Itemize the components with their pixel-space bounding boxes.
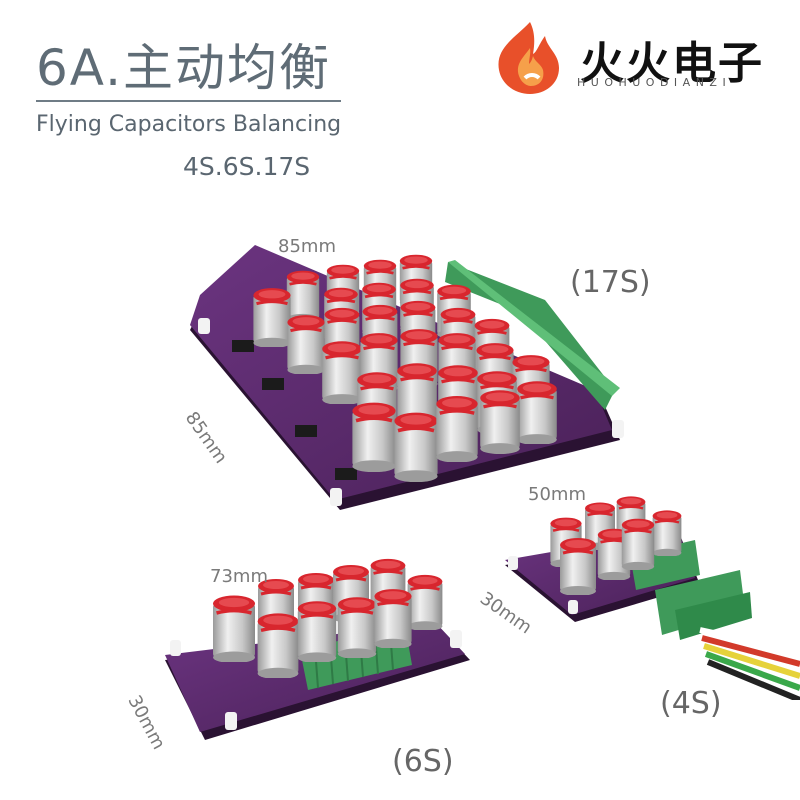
board-6s: [165, 557, 470, 740]
cable-wires: [699, 627, 800, 700]
page-title: 6A.主动均衡: [36, 39, 332, 97]
board-17s-label: (17S): [570, 265, 651, 300]
brand-name-latin: HUOHUODIANZI: [577, 76, 732, 89]
board-4s-label: (4S): [660, 686, 722, 721]
subtitle: Flying Capacitors Balancing: [36, 112, 342, 137]
series-list: 4S.6S.17S: [183, 152, 311, 181]
flame-logo-icon: [498, 22, 559, 94]
title-divider: [36, 100, 341, 102]
board-6s-label: (6S): [392, 744, 454, 779]
board-6s-width-dim: 73mm: [210, 566, 268, 587]
board-17s: [190, 245, 624, 510]
board-17s-width-dim: 85mm: [278, 236, 336, 257]
board-4s-width-dim: 50mm: [528, 484, 586, 505]
board-4s: [505, 495, 752, 640]
brand-name: 火火电子: [580, 38, 764, 89]
